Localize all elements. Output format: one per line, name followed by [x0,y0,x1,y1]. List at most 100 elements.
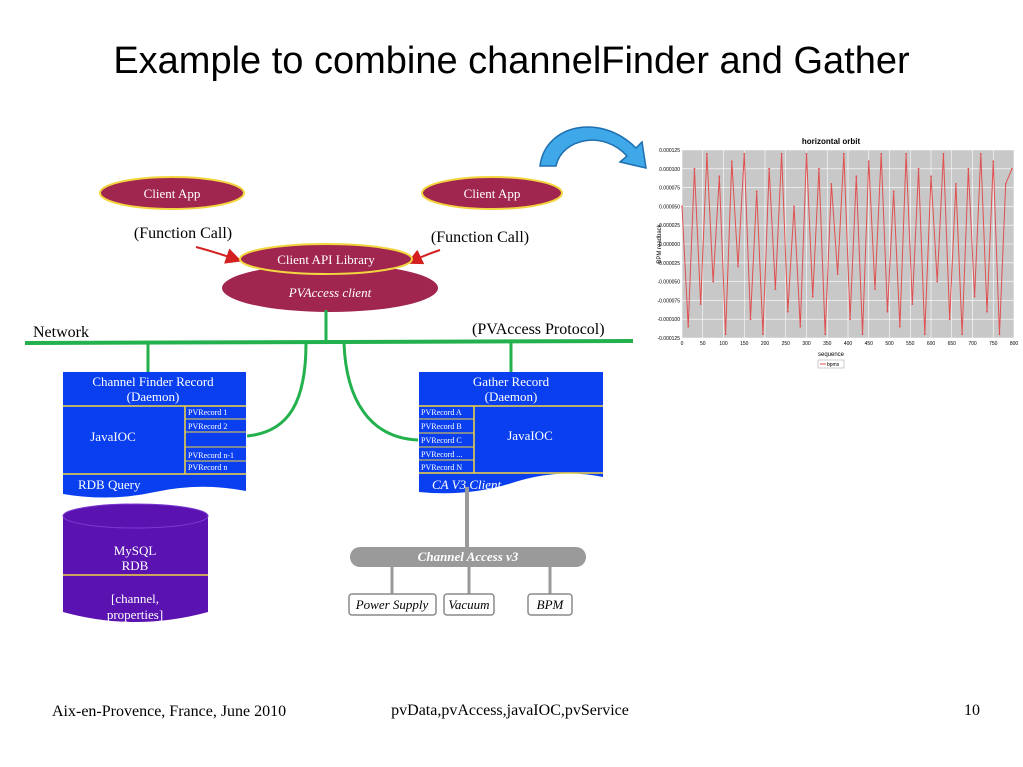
x-tick-label: 50 [700,341,706,347]
data-point [786,310,789,313]
client-app-left-label: Client App [144,186,201,201]
channel-properties-line2: properties] [107,607,163,622]
data-point [805,152,808,155]
series-bpms-points [681,152,1013,336]
y-tick-label: 0.000125 [659,148,680,154]
gather-daemon: (Daemon) [485,389,538,404]
x-axis-label: sequence [818,352,845,358]
data-point [917,167,920,170]
cf-record-2: PVRecord 2 [188,422,227,431]
client-api-library: Client API Library PVAccess client [222,243,438,312]
y-axis-label: BPM readback [657,223,663,263]
function-call-right-label: (Function Call) [431,229,529,246]
cf-record-n: PVRecord n [188,463,227,472]
y-tick-label: -0.000075 [657,298,680,304]
y-tick-label: 0.000000 [659,242,680,248]
client-app-right-label: Client App [464,186,521,201]
ca-v3-client-label: CA V3 Client [432,477,501,492]
series-bpms-line [681,153,1013,335]
call-arrow-right [406,249,441,265]
x-tick-label: 800 [1010,341,1019,347]
data-point [1011,167,1013,170]
y-tick-label: 0.000100 [659,167,680,173]
data-point [737,265,739,268]
client-app-right: Client App [421,176,563,210]
data-point [793,205,795,208]
x-tick-label: 500 [885,341,894,347]
network-link-gather [342,342,419,442]
footer-location: Aix-en-Provence, France, June 2010 [52,703,287,720]
page-number: 10 [964,702,980,719]
protocol-label: (PVAccess Protocol) [472,321,605,338]
data-point [930,175,932,178]
mysql-label: MySQL [114,543,157,558]
y-tick-label: -0.000100 [657,317,680,323]
channel-finder-ioc-label: JavaIOC [90,429,136,444]
x-tick-label: 100 [719,341,728,347]
g-record-n: PVRecord N [421,463,462,472]
x-tick-label: 350 [823,341,832,347]
data-point [818,167,820,170]
x-tick-label: 450 [865,341,874,347]
x-tick-label: 300 [802,341,811,347]
data-point [961,333,964,336]
data-point [905,152,907,155]
y-axis: 0.0001250.0001000.0000750.0000500.000025… [657,148,680,342]
data-point [799,325,802,328]
rdb-label: RDB [122,558,149,573]
channel-finder-record: Channel Finder Record (Daemon) JavaIOC P… [63,372,246,498]
device-bpm-label: BPM [537,597,565,612]
data-point [967,167,970,170]
data-point [979,152,982,155]
data-point [755,190,758,193]
x-tick-label: 0 [681,341,684,347]
gather-ioc-label: JavaIOC [507,428,553,443]
gather-title: Gather Record [473,374,550,389]
data-point [681,205,683,208]
data-point [749,318,752,321]
data-point [849,318,851,321]
g-record-c: PVRecord C [421,436,462,445]
channel-access-bus: Channel Access v3 [350,547,586,567]
y-tick-label: 0.000050 [659,204,680,210]
data-point [811,295,814,298]
y-tick-label: -0.000050 [657,280,680,286]
data-point [842,152,845,155]
data-point [867,160,870,163]
call-arrow-left [195,246,242,264]
footer-topic: pvData,pvAccess,javaIOC,pvService [391,702,629,719]
x-tick-label: 600 [927,341,936,347]
data-point [855,175,858,178]
chart-title: horizontal orbit [802,137,861,146]
data-point [898,325,901,328]
data-point [973,295,976,298]
y-tick-label: -0.000025 [657,261,680,267]
g-record-a: PVRecord A [421,408,462,417]
data-point [998,333,1001,336]
client-app-left: Client App [99,176,245,210]
channel-finder-daemon: (Daemon) [127,389,180,404]
device-power-supply-label: Power Supply [355,597,429,612]
network-label: Network [33,324,89,341]
gather-record: Gather Record (Daemon) JavaIOC PVRecord … [419,372,603,494]
g-record-b: PVRecord B [421,422,462,431]
y-tick-label: -0.000125 [657,336,680,342]
x-tick-label: 550 [906,341,915,347]
data-point [718,175,721,178]
data-point [724,333,727,336]
x-tick-label: 700 [968,341,977,347]
channel-access-label: Channel Access v3 [418,549,519,564]
data-point [836,273,839,275]
data-point [1004,182,1007,185]
channel-properties-line1: [channel, [111,591,159,606]
data-point [730,160,733,163]
cf-record-n-1: PVRecord n-1 [188,451,234,460]
orbit-chart: horizontal orbit 0.0001250.0001000.00007… [651,134,1018,370]
client-api-library-label: Client API Library [277,252,375,267]
x-tick-label: 750 [989,341,998,347]
data-point [874,288,876,291]
x-tick-label: 650 [948,341,957,347]
data-point [830,182,833,185]
